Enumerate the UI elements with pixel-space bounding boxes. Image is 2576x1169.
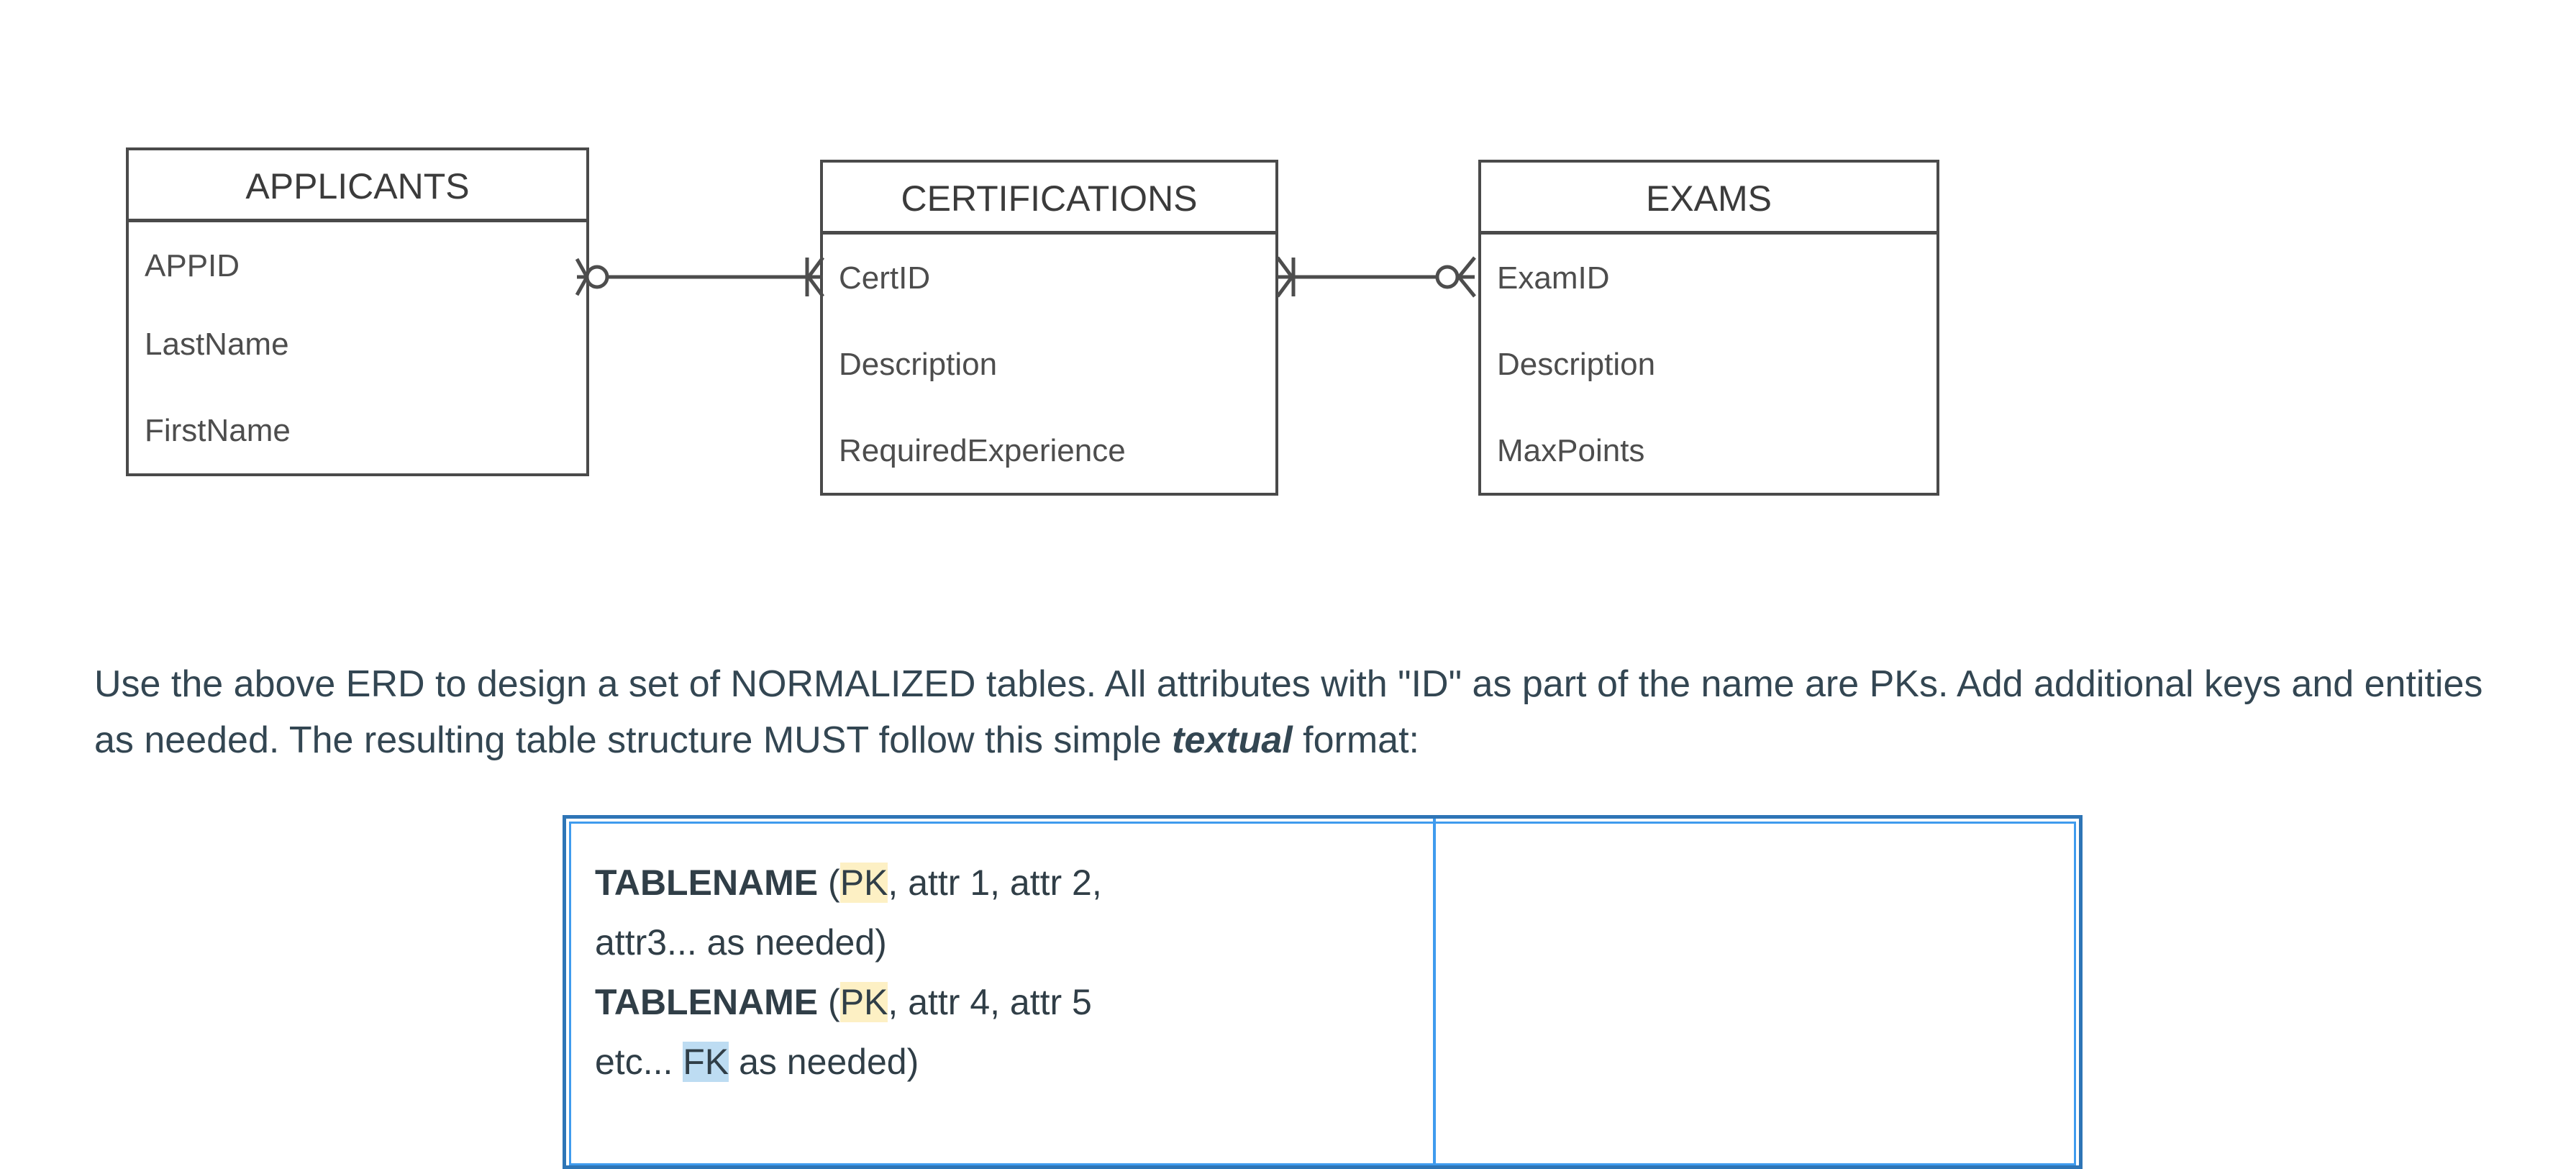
pk-highlight-2: PK	[839, 982, 888, 1022]
instruction-emphasis-textual: textual	[1172, 719, 1293, 761]
attrs-line-1: , attr 1, attr 2,	[888, 863, 1102, 903]
crowsfoot-circle-icon	[575, 258, 609, 296]
format-line-1: TABLENAME (PK, attr 1, attr 2,	[595, 853, 1408, 913]
table-column-divider	[1433, 819, 1436, 1165]
paren-open-2: (	[818, 982, 840, 1022]
entity-applicants-title: APPLICANTS	[129, 150, 586, 222]
erd-diagram: APPLICANTS APPID LastName FirstName CERT…	[126, 147, 1939, 496]
attribute-lastname: LastName	[145, 327, 289, 362]
table-cell-format-example[interactable]: TABLENAME (PK, attr 1, attr 2, attr3... …	[595, 853, 1408, 1092]
instruction-text-part1: Use the above ERD to design a set of NOR…	[94, 663, 2483, 761]
relationship-certifications-exams	[1275, 256, 1476, 298]
instruction-text-part2: format:	[1292, 719, 1419, 761]
entity-exams[interactable]: EXAMS ExamID Description MaxPoints	[1478, 160, 1939, 496]
relationship-applicants-certifications	[575, 256, 825, 298]
attribute-description-exam: Description	[1497, 347, 1656, 382]
attribute-appid: APPID	[145, 248, 240, 283]
attribute-maxpoints: MaxPoints	[1497, 433, 1645, 468]
crowsfoot-circle-icon	[1435, 256, 1476, 298]
format-line-3: TABLENAME (PK, attr 4, attr 5	[595, 973, 1408, 1032]
pk-highlight-1: PK	[839, 863, 888, 903]
tablename-label-2: TABLENAME	[595, 982, 819, 1022]
paren-open-1: (	[818, 863, 840, 903]
instruction-paragraph: Use the above ERD to design a set of NOR…	[94, 656, 2490, 768]
tablename-label-1: TABLENAME	[595, 863, 819, 903]
format-example-table[interactable]: TABLENAME (PK, attr 1, attr 2, attr3... …	[563, 815, 2083, 1169]
format-line-4: etc... FK as needed)	[595, 1032, 1408, 1092]
attribute-examid: ExamID	[1497, 260, 1610, 296]
crowsfoot-bar-icon	[1275, 256, 1296, 298]
as-needed-label: as needed)	[729, 1042, 919, 1082]
entity-certifications-title: CERTIFICATIONS	[823, 163, 1275, 235]
entity-applicants[interactable]: APPLICANTS APPID LastName FirstName	[126, 147, 589, 476]
attribute-certid: CertID	[839, 260, 931, 296]
attribute-description-cert: Description	[839, 347, 998, 382]
attribute-firstname: FirstName	[145, 413, 291, 448]
fk-highlight: FK	[683, 1042, 729, 1082]
entity-certifications[interactable]: CERTIFICATIONS CertID Description Requir…	[820, 160, 1278, 496]
etc-label: etc...	[595, 1042, 683, 1082]
format-line-2: attr3... as needed)	[595, 922, 887, 963]
attrs-line-2: , attr 4, attr 5	[888, 982, 1092, 1022]
entity-exams-title: EXAMS	[1481, 163, 1936, 235]
attribute-requiredexperience: RequiredExperience	[839, 433, 1126, 468]
crowsfoot-bar-icon	[805, 256, 825, 298]
